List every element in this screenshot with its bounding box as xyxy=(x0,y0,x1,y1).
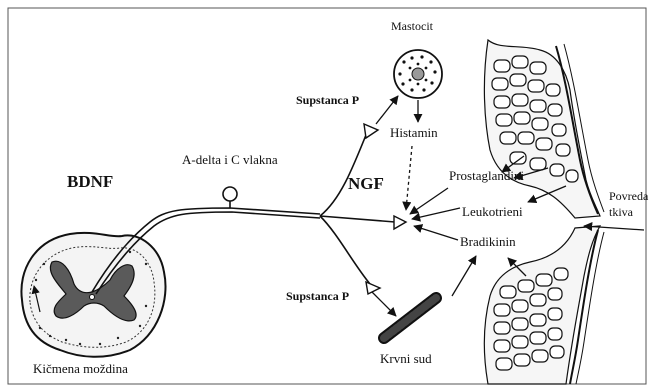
leukotrienes-label: Leukotrieni xyxy=(462,205,523,218)
spinal-cord-label: Kičmena moždina xyxy=(33,362,128,375)
blood-vessel xyxy=(384,298,436,338)
histamine-label: Histamin xyxy=(390,126,438,139)
fibers-label: A-delta i C vlakna xyxy=(182,153,278,166)
nerve-ending-top xyxy=(364,124,378,138)
mast-cell-label: Mastocit xyxy=(391,20,433,32)
nerve-ending-middle xyxy=(394,216,406,229)
substance-p-top-label: Supstanca P xyxy=(296,94,359,106)
spinal-cord-illustration xyxy=(21,233,165,357)
bdnf-label: BDNF xyxy=(67,173,113,190)
prostaglandins-label: Prostaglandini xyxy=(449,169,524,182)
substance-p-bottom-label: Supstanca P xyxy=(286,290,349,302)
ngf-label: NGF xyxy=(348,175,384,192)
mast-cell xyxy=(394,50,442,98)
blood-vessel-label: Krvni sud xyxy=(380,352,432,365)
bradykinin-label: Bradikinin xyxy=(460,235,516,248)
injury-label: Povreda tkiva xyxy=(609,188,649,220)
